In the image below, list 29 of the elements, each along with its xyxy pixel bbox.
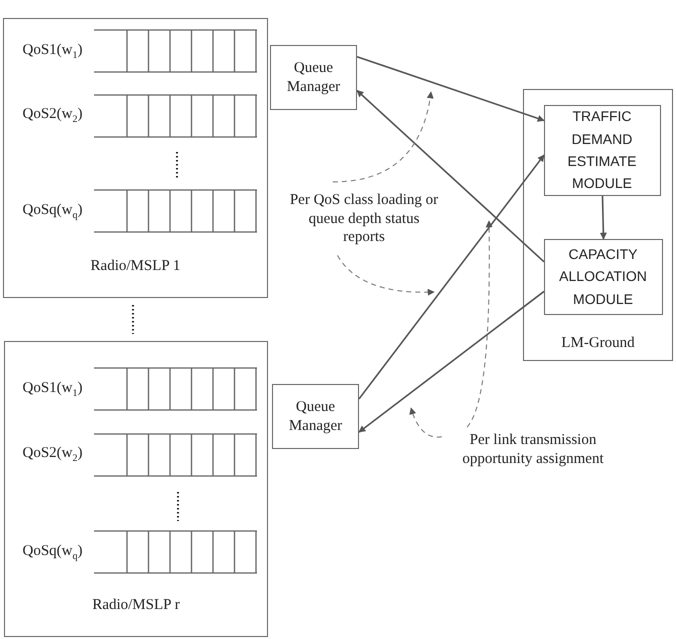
container-label: Radio/MSLP r (91, 597, 181, 614)
box-label: TRAFFIC DEMAND ESTIMATE MODULE (566, 107, 638, 194)
dashed-arrow (332, 91, 434, 182)
arrow (600, 196, 607, 240)
container-label: Radio/MSLP 1 (90, 258, 182, 275)
ground-container (523, 89, 673, 361)
module-box (544, 104, 660, 196)
arrow (358, 154, 545, 400)
queue-label: QoS2(w$_{2}$) (21, 106, 84, 125)
dashed-arrow (336, 254, 435, 296)
box-label: Queue Manager (288, 398, 344, 436)
radio-container (3, 18, 268, 298)
queue-label: QoS1(w$_{1}$) (21, 380, 84, 398)
dashed-arrow (466, 220, 493, 428)
queue-label: QoS1(w$_{1}$) (21, 42, 84, 60)
container-label: LM-Ground (560, 335, 636, 352)
arrow (356, 56, 545, 122)
box-label: CAPACITY ALLOCATION MODULE (558, 244, 648, 309)
queue-label: QoS2(w$_{2}$) (21, 445, 84, 464)
queue-label: QoSq(w$_{q}$) (21, 202, 84, 220)
manager-box (272, 384, 359, 449)
manager-box (270, 45, 357, 110)
queue-label: QoSq(w$_{q}$) (21, 542, 84, 562)
box-label: Queue Manager (286, 58, 342, 96)
radio-container (4, 341, 268, 637)
dashed-arrow (410, 407, 442, 438)
arrow (358, 290, 544, 433)
arrow (356, 90, 545, 262)
module-box (544, 238, 662, 314)
